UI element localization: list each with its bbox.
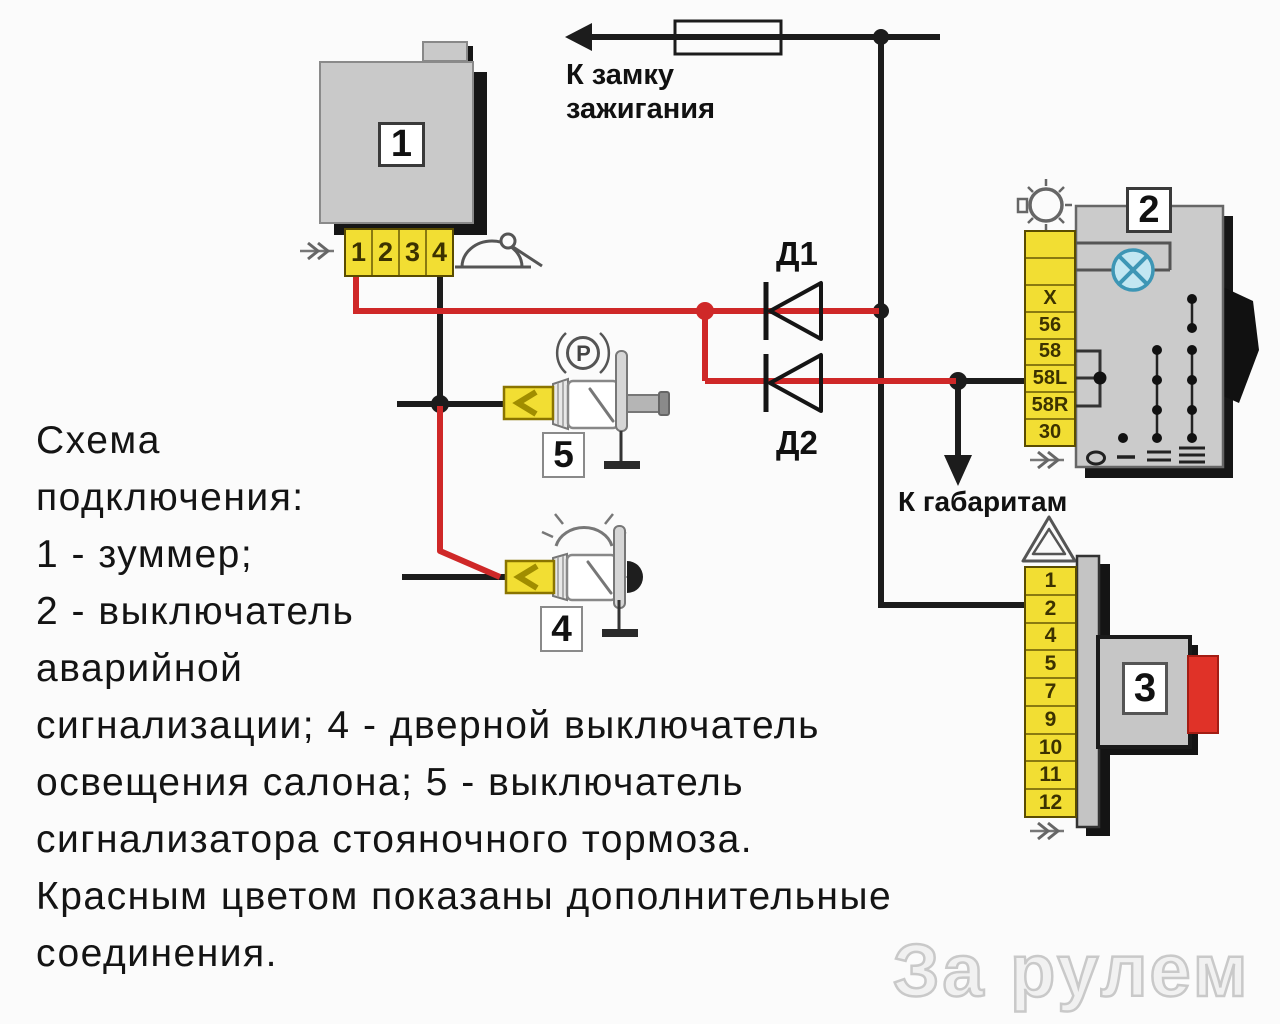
block-terminal-strip: 1 2 4 5 7 9 10 11 12 bbox=[1024, 566, 1077, 818]
terminal-label: 5 bbox=[1026, 651, 1075, 680]
terminal-label bbox=[1026, 232, 1074, 259]
harness-arrow-icon bbox=[1030, 450, 1064, 470]
parking-brake-letter: P bbox=[576, 340, 591, 366]
terminal-label: 56 bbox=[1026, 313, 1074, 340]
caption-line: освещения салона; 5 - выключатель bbox=[36, 761, 745, 804]
red-connector-block bbox=[1187, 655, 1219, 734]
terminal-label: X bbox=[1026, 286, 1074, 313]
terminal-label: 2 bbox=[373, 230, 400, 275]
rocker-knob bbox=[1223, 287, 1259, 403]
terminal-label: 58R bbox=[1026, 393, 1074, 421]
buzzer-body bbox=[319, 41, 487, 235]
harness-arrow-icon bbox=[1030, 821, 1064, 841]
hazard-switch-body bbox=[1074, 204, 1259, 478]
bell-icon bbox=[455, 232, 543, 269]
caption-line: Красным цветом показаны дополнительные bbox=[36, 875, 893, 918]
caption-line: 2 - выключатель bbox=[36, 590, 355, 633]
terminal-label: 58 bbox=[1026, 340, 1074, 367]
lights-branch-wire bbox=[944, 372, 1027, 486]
terminal-label bbox=[1026, 259, 1074, 286]
caption-line: Схема bbox=[36, 419, 161, 462]
terminal-label: 58L bbox=[1026, 366, 1074, 394]
main-black-wire bbox=[873, 37, 1030, 608]
terminal-label: 12 bbox=[1038, 791, 1063, 815]
terminal-label: 1 bbox=[346, 230, 373, 275]
terminal-label: 10 bbox=[1026, 735, 1075, 763]
fuse-icon bbox=[673, 19, 783, 56]
ignition-label-line1: К замку bbox=[566, 59, 675, 91]
buzzer-number-label: 1 bbox=[378, 122, 425, 167]
terminal-label: 11 bbox=[1026, 762, 1075, 791]
hazard-number-label: 2 bbox=[1126, 187, 1172, 233]
block-number-label: 3 bbox=[1122, 662, 1168, 715]
diode-d2-icon bbox=[763, 353, 823, 413]
terminal-label: 2 bbox=[1026, 596, 1075, 624]
terminal-label: 9 bbox=[1026, 707, 1075, 735]
lights-label: К габаритам bbox=[898, 486, 1068, 517]
harness-arrow-icon bbox=[300, 241, 334, 261]
terminal-label: 4 bbox=[431, 237, 448, 267]
terminal-label: 30 bbox=[1038, 421, 1062, 444]
arrow-down-icon bbox=[944, 455, 972, 486]
warning-triangle-icon bbox=[1021, 515, 1077, 563]
door-switch-number-label: 4 bbox=[540, 606, 583, 652]
magazine-watermark: За рулем bbox=[892, 928, 1251, 1014]
terminal-label: 7 bbox=[1026, 679, 1075, 707]
diode-d1-icon bbox=[763, 281, 823, 341]
lights-icon bbox=[1016, 179, 1072, 231]
buzzer-terminal4-wire bbox=[397, 277, 505, 413]
diode-d1-label: Д1 bbox=[776, 235, 818, 272]
caption-line: 1 - зуммер; bbox=[36, 533, 254, 576]
indicator-lamp-icon bbox=[1111, 248, 1155, 292]
caption-line: подключения: bbox=[36, 476, 305, 519]
caption-line: сигнализации; 4 - дверной выключатель bbox=[36, 704, 820, 747]
caption-text-block: Схема подключения: 1 - зуммер; 2 - выклю… bbox=[36, 412, 892, 982]
red-added-wires bbox=[353, 277, 956, 580]
diode-d2-label: Д2 bbox=[776, 424, 818, 461]
caption-line: соединения. bbox=[36, 932, 279, 975]
terminal-label: 1 bbox=[1026, 568, 1075, 596]
parking-brake-icon bbox=[555, 332, 611, 374]
ground-icon bbox=[604, 431, 640, 469]
terminal-label: 4 bbox=[1026, 624, 1075, 652]
buzzer-terminal-strip: 1 2 3 4 bbox=[344, 228, 454, 277]
brake-switch-body bbox=[502, 350, 670, 469]
button-dome bbox=[627, 561, 643, 593]
hazard-terminal-strip: X 56 58 58L 58R 30 bbox=[1024, 230, 1076, 447]
ground-icon bbox=[602, 600, 638, 637]
caption-line: аварийной bbox=[36, 647, 244, 690]
terminal-label: 3 bbox=[400, 230, 427, 275]
door-switch-body bbox=[504, 525, 643, 637]
ignition-label-line2: зажигания bbox=[566, 93, 716, 125]
caption-line: сигнализатора стояночного тормоза. bbox=[36, 818, 754, 861]
ignition-label: К замку зажигания bbox=[566, 58, 715, 126]
brake-switch-number-label: 5 bbox=[542, 432, 585, 478]
